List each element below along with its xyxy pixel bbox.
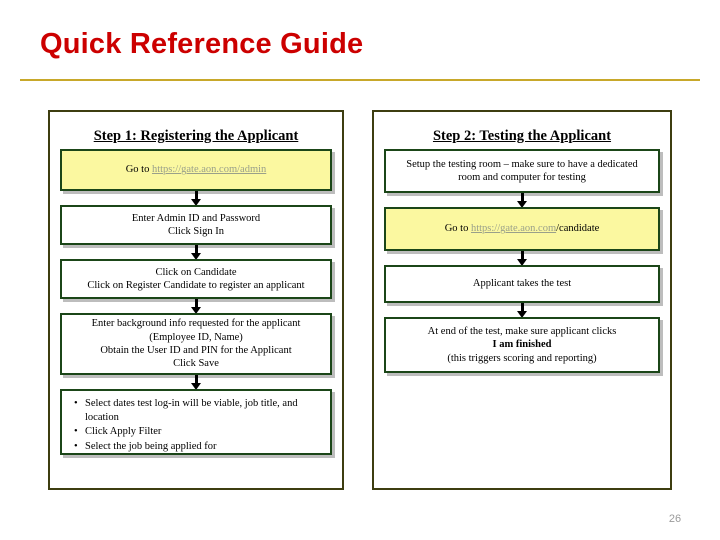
page-number: 26 [668, 513, 682, 525]
candidate-url-link[interactable]: https://gate.aon.com [470, 223, 557, 235]
flow-line: (Employee ID, Name) [149, 331, 243, 343]
flow-box-background-info[interactable]: Enter background info requested for the … [60, 313, 332, 375]
arrow-head [191, 307, 201, 314]
panel-step-2-heading: Step 2: Testing the Applicant [432, 128, 612, 144]
list-item: Select dates test log-in will be viable,… [72, 397, 322, 424]
flow-box-text: Go to https://gate.aon.com/candidate [393, 222, 651, 235]
flow-line: Applicant takes the test [472, 278, 572, 290]
flow-box-filter-options[interactable]: Select dates test log-in will be viable,… [60, 389, 332, 455]
goto-prefix: Go to [444, 223, 471, 235]
goto-prefix: Go to [125, 164, 152, 176]
arrow-connector [384, 303, 660, 318]
flow-line: room and computer for testing [458, 172, 586, 183]
arrow-shaft [194, 191, 198, 201]
panel-step-1: Step 1: Registering the Applicant Go to … [48, 110, 344, 490]
page-title: Quick Reference Guide [40, 28, 364, 60]
arrow-shaft [520, 303, 524, 313]
arrow-shaft [194, 375, 198, 385]
arrow-connector [60, 299, 332, 314]
arrow-shaft [520, 193, 524, 203]
flow-box-register-candidate[interactable]: Click on Candidate Click on Register Can… [60, 259, 332, 299]
flow-line: Click on Candidate [155, 266, 237, 278]
flow-box-goto-candidate[interactable]: Go to https://gate.aon.com/candidate [384, 207, 660, 251]
title-divider [20, 79, 700, 81]
flow-line: Click Sign In [167, 226, 224, 237]
arrow-head [517, 259, 527, 266]
arrow-shaft [520, 251, 524, 261]
flow-box-text: Go to https://gate.aon.com/admin [69, 163, 323, 176]
flow-line: Click Save [173, 358, 219, 370]
flowchart-step-1: Go to https://gate.aon.com/admin Enter A… [50, 149, 342, 455]
arrow-head [191, 253, 201, 260]
flow-line: At end of the test, make sure applicant … [427, 325, 617, 337]
flow-line: Click on Register Candidate to register … [87, 280, 305, 291]
flowchart-step-2: Setup the testing room – make sure to ha… [374, 149, 670, 373]
list-item: Select the job being applied for [72, 440, 322, 454]
arrow-connector [60, 191, 332, 206]
panel-step-2: Step 2: Testing the Applicant Setup the … [372, 110, 672, 490]
arrow-head [191, 199, 201, 206]
arrow-shaft [194, 245, 198, 255]
panel-step-1-heading: Step 1: Registering the Applicant [93, 128, 299, 144]
arrow-shaft [194, 299, 198, 309]
bullet-list: Select dates test log-in will be viable,… [72, 397, 322, 454]
flow-box-admin-signin[interactable]: Enter Admin ID and Password Click Sign I… [60, 205, 332, 245]
arrow-head [517, 201, 527, 208]
flow-line: Enter Admin ID and Password [131, 212, 261, 224]
admin-url-link[interactable]: https://gate.aon.com/admin [151, 164, 267, 176]
flow-line: Setup the testing room – make sure to ha… [406, 158, 638, 170]
flow-box-setup-room[interactable]: Setup the testing room – make sure to ha… [384, 149, 660, 193]
flow-line: Enter background info requested for the … [91, 318, 301, 330]
goto-suffix: /candidate [556, 223, 600, 235]
arrow-head [191, 383, 201, 390]
arrow-connector [60, 245, 332, 260]
flow-line: Obtain the User ID and PIN for the Appli… [100, 345, 292, 356]
arrow-connector [60, 375, 332, 390]
flow-box-takes-test[interactable]: Applicant takes the test [384, 265, 660, 303]
list-item: Click Apply Filter [72, 425, 322, 439]
arrow-head [517, 311, 527, 318]
flow-line: (this triggers scoring and reporting) [447, 352, 597, 364]
flow-box-goto-admin[interactable]: Go to https://gate.aon.com/admin [60, 149, 332, 191]
flow-line-emphasis: I am finished [492, 339, 552, 351]
arrow-connector [384, 193, 660, 208]
arrow-connector [384, 251, 660, 266]
flow-box-i-am-finished[interactable]: At end of the test, make sure applicant … [384, 317, 660, 373]
